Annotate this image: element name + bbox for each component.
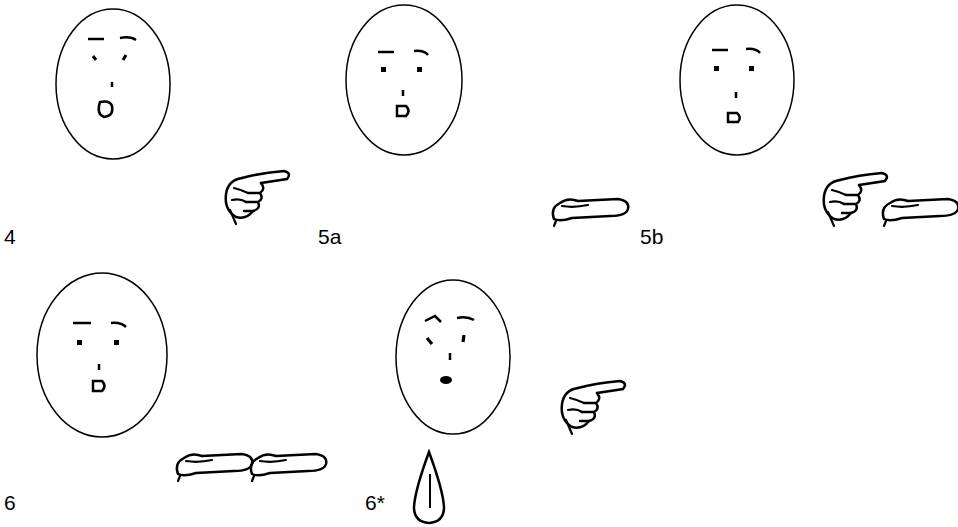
face-4 (56, 9, 170, 159)
panel-number: 5a (318, 226, 341, 247)
face-5a (346, 5, 462, 155)
face-5b (680, 5, 794, 155)
panel-number: 5b (640, 226, 663, 247)
pointing-hand (226, 171, 289, 224)
panel-number: 4 (4, 226, 16, 247)
panel-number: 6* (365, 492, 385, 513)
face-6 (37, 273, 167, 437)
panel-number: 6 (4, 492, 16, 513)
flat-hand (177, 454, 252, 481)
pointing-hand (824, 173, 887, 226)
face-6-star (396, 280, 510, 434)
pointing-hand (562, 381, 625, 434)
flat-hand (251, 454, 326, 481)
flat-hand (553, 199, 628, 226)
teardrop-hand (414, 452, 444, 523)
flat-hand (883, 199, 958, 226)
